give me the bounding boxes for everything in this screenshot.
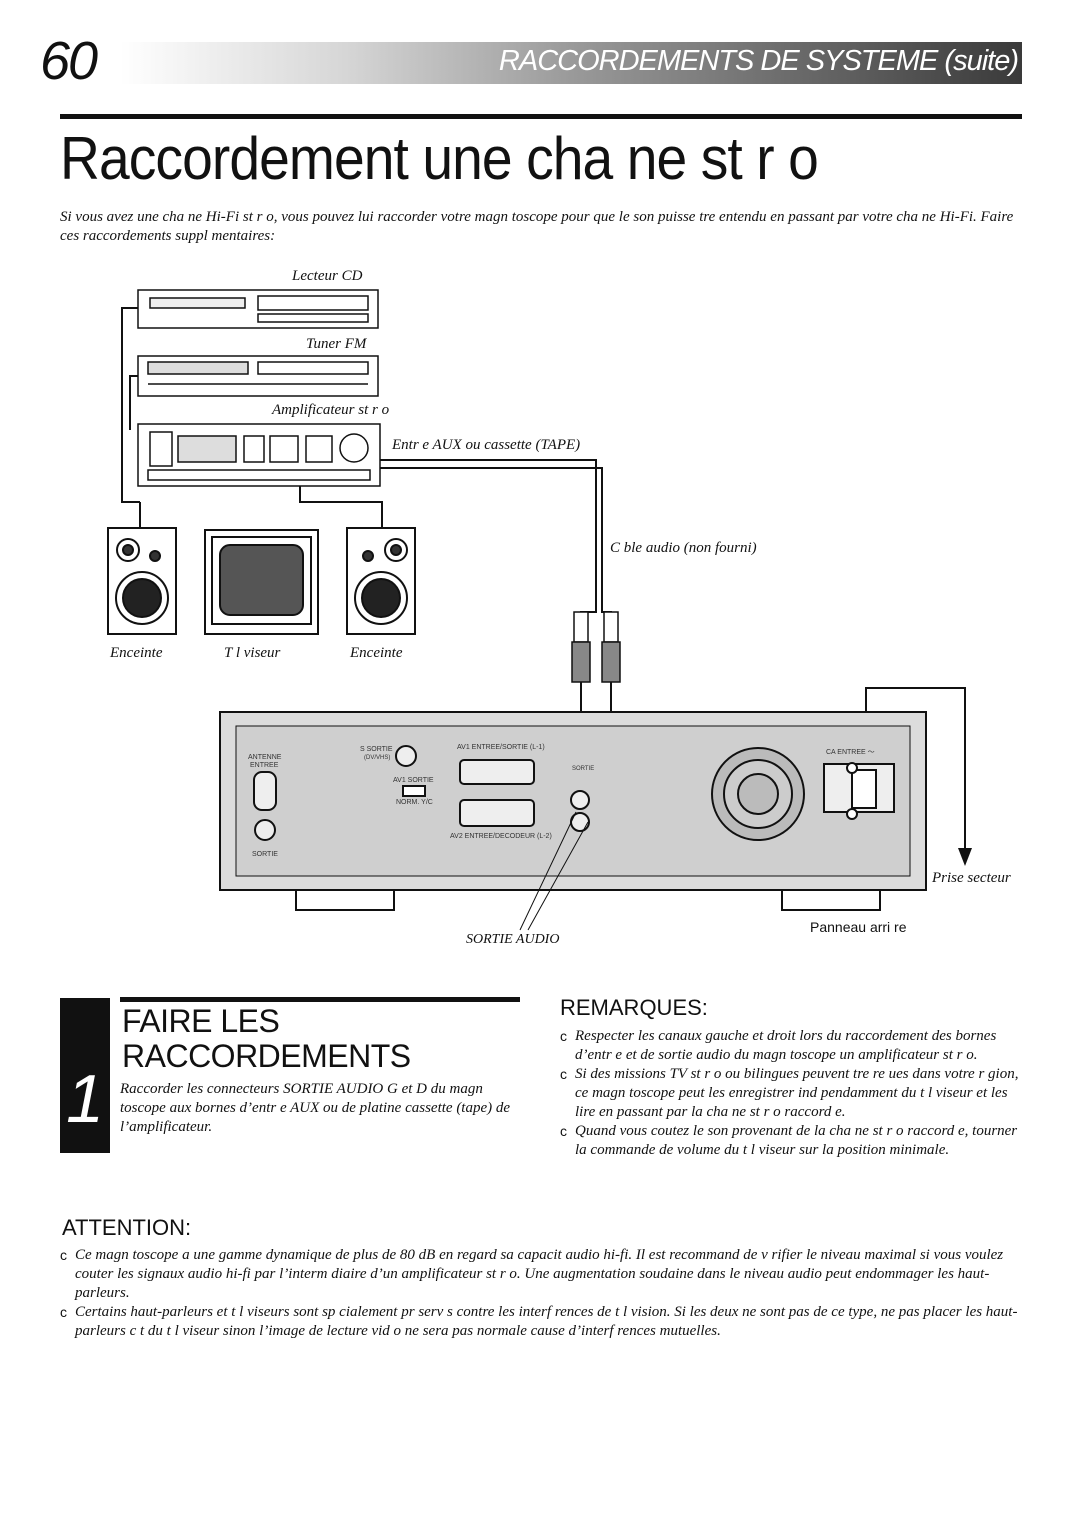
panel-antenna-in-2: ENTREE: [250, 762, 279, 769]
step-instruction: Raccorder les connecteurs SORTIE AUDIO G…: [120, 1081, 511, 1135]
panel-av1: AV1 ENTREE/SORTIE (L-1): [457, 744, 545, 751]
vcr-rear-panel: [219, 711, 927, 911]
label-aux-input: Entr e AUX ou cassette (TAPE): [392, 437, 581, 453]
panel-antenna-in: ANTENNE: [248, 754, 282, 761]
label-rear-panel: Panneau arri re: [810, 919, 907, 935]
speaker-right: [346, 527, 416, 635]
panel-s-out-sub: (DV/VHS): [364, 755, 391, 761]
label-tv: T l viseur: [224, 645, 281, 661]
panel-av2: AV2 ENTREE/DECODEUR (L-2): [450, 833, 552, 840]
label-tuner: Tuner FM: [306, 336, 367, 352]
section-title: RACCORDEMENTS DE SYSTEME (suite): [498, 45, 1019, 77]
panel-ac-in: CA ENTREE ～: [826, 749, 875, 756]
tv: [204, 529, 319, 635]
amplifier: [137, 423, 381, 487]
label-audio-out: SORTIE AUDIO: [466, 932, 560, 947]
connection-diagram: [107, 289, 972, 931]
label-cd-player: Lecteur CD: [292, 268, 363, 284]
header-bar: [120, 42, 1022, 84]
panel-audio-out: SORTIE: [572, 766, 595, 772]
rca-plugs: [571, 611, 621, 683]
page-title: Raccordement une cha ne st r o: [60, 125, 819, 192]
panel-antenna-out: SORTIE: [252, 851, 278, 858]
cd-player: [137, 289, 379, 329]
step-title: FAIRE LES RACCORDEMENTS: [122, 1004, 522, 1074]
tuner: [137, 355, 379, 397]
panel-norm: NORM. Y/C: [396, 799, 433, 806]
step-title-line1: FAIRE LES: [122, 1003, 280, 1039]
label-speaker-right: Enceinte: [350, 645, 403, 661]
label-amplifier: Amplificateur st r o: [272, 402, 390, 418]
intro-paragraph: Si vous avez une cha ne Hi-Fi st r o, vo…: [60, 209, 1014, 244]
label-outlet: Prise secteur: [932, 870, 1011, 886]
step-title-line2: RACCORDEMENTS: [122, 1038, 411, 1074]
title-rule: [60, 114, 1022, 119]
step-number: 1: [66, 1061, 104, 1137]
step-number-block: [60, 998, 110, 1153]
step-rule: [120, 997, 520, 1002]
page-number: 60: [40, 31, 98, 91]
label-speaker-left: Enceinte: [110, 645, 163, 661]
remarks-title: REMARQUES:: [560, 995, 708, 1020]
label-audio-cable: C ble audio (non fourni): [610, 540, 757, 556]
panel-av1-out: AV1 SORTIE: [393, 777, 434, 784]
panel-s-out: S SORTIE: [360, 746, 393, 753]
speaker-left: [107, 527, 177, 635]
attention-title: ATTENTION:: [62, 1215, 192, 1240]
